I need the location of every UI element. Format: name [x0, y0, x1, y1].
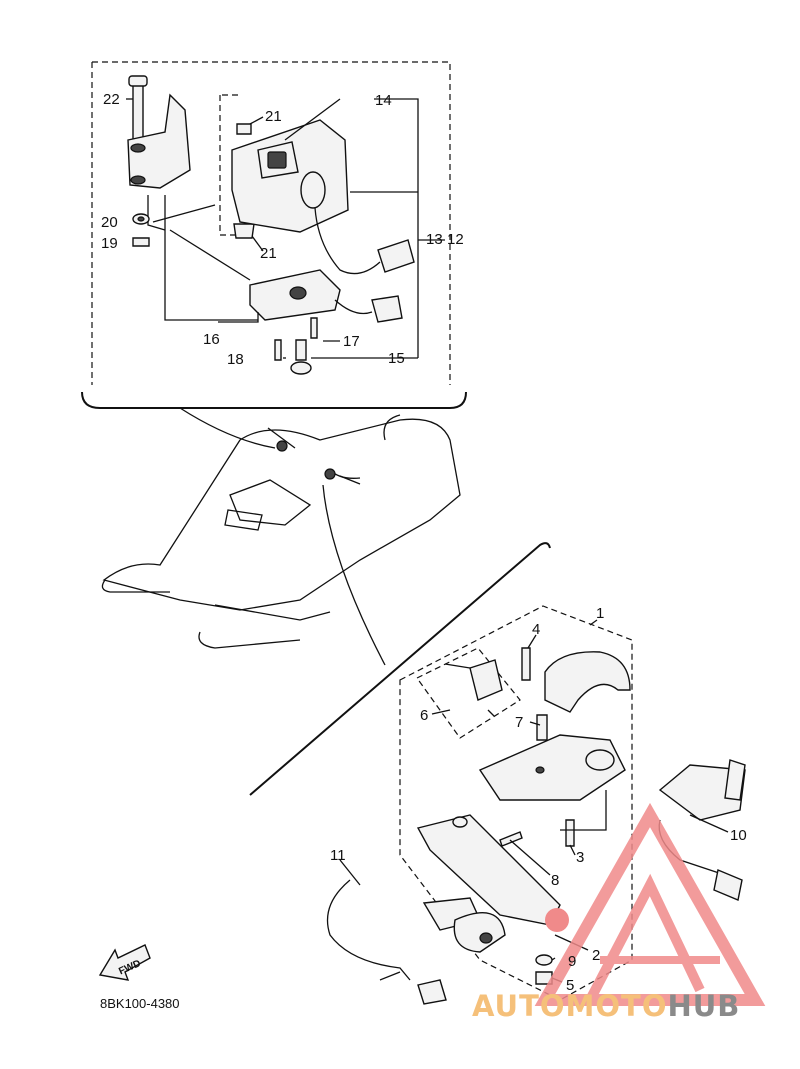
screw-17 [310, 317, 318, 339]
switch-assembly-14 [231, 119, 415, 275]
callout-19: 19 [101, 235, 118, 252]
switch-base-16 [249, 269, 403, 323]
group-6-frame [416, 647, 521, 739]
callout-21-top: 21 [265, 108, 282, 125]
snowmobile-outline [101, 407, 461, 666]
lever-cover [544, 651, 631, 713]
screw-8 [499, 831, 523, 847]
callout-15: 15 [388, 350, 405, 367]
upper-leader-lines [126, 98, 445, 359]
callout-labels: 22 21 21 14 12 13 20 19 16 17 18 15 1 4 … [101, 91, 747, 994]
screw-3 [565, 819, 575, 847]
washer-9 [535, 954, 553, 966]
upper-inset-frame [81, 61, 467, 409]
highlight-dot [545, 908, 569, 932]
callout-11: 11 [330, 847, 346, 864]
callout-2: 2 [592, 947, 600, 964]
callout-3: 3 [576, 849, 584, 866]
callout-13: 13 [426, 231, 443, 248]
handlebar-bracket [127, 75, 191, 231]
grommet-21-bottom [233, 223, 255, 239]
callout-4: 4 [532, 621, 540, 638]
watermark-logo [534, 802, 766, 1006]
callout-6: 6 [420, 707, 428, 724]
callout-14: 14 [375, 92, 392, 109]
switch-10 [658, 759, 746, 901]
callout-7: 7 [515, 714, 523, 731]
grommet-21-top [236, 123, 252, 135]
callout-16: 16 [203, 331, 220, 348]
part-6 [444, 659, 503, 717]
drawing-code: 8BK100-4380 [100, 996, 180, 1011]
section-divider [249, 542, 551, 796]
cable-11 [326, 879, 506, 1005]
callout-18: 18 [227, 351, 244, 368]
watermark-text-part2: HUB [667, 989, 740, 1023]
screw-18 [274, 339, 282, 361]
callout-21-bottom: 21 [260, 245, 277, 262]
watermark-text: AUTOMOTOHUB [472, 989, 740, 1023]
callout-17: 17 [343, 333, 360, 350]
pin-7 [536, 714, 548, 741]
nut-19 [132, 237, 150, 247]
callout-9: 9 [568, 953, 576, 970]
callout-8: 8 [551, 872, 559, 889]
callout-10: 10 [730, 827, 747, 844]
callout-20: 20 [101, 214, 118, 231]
throttle-housing [478, 734, 626, 801]
watermark-text-part1: AUTOMOTO [472, 989, 667, 1023]
bolt-15 [290, 339, 312, 375]
screw-4 [521, 647, 531, 681]
callout-1: 1 [596, 605, 604, 622]
callout-12: 12 [447, 231, 464, 248]
callout-22: 22 [103, 91, 120, 108]
fwd-arrow-icon: FWD [98, 944, 151, 981]
callout-5: 5 [566, 977, 574, 994]
